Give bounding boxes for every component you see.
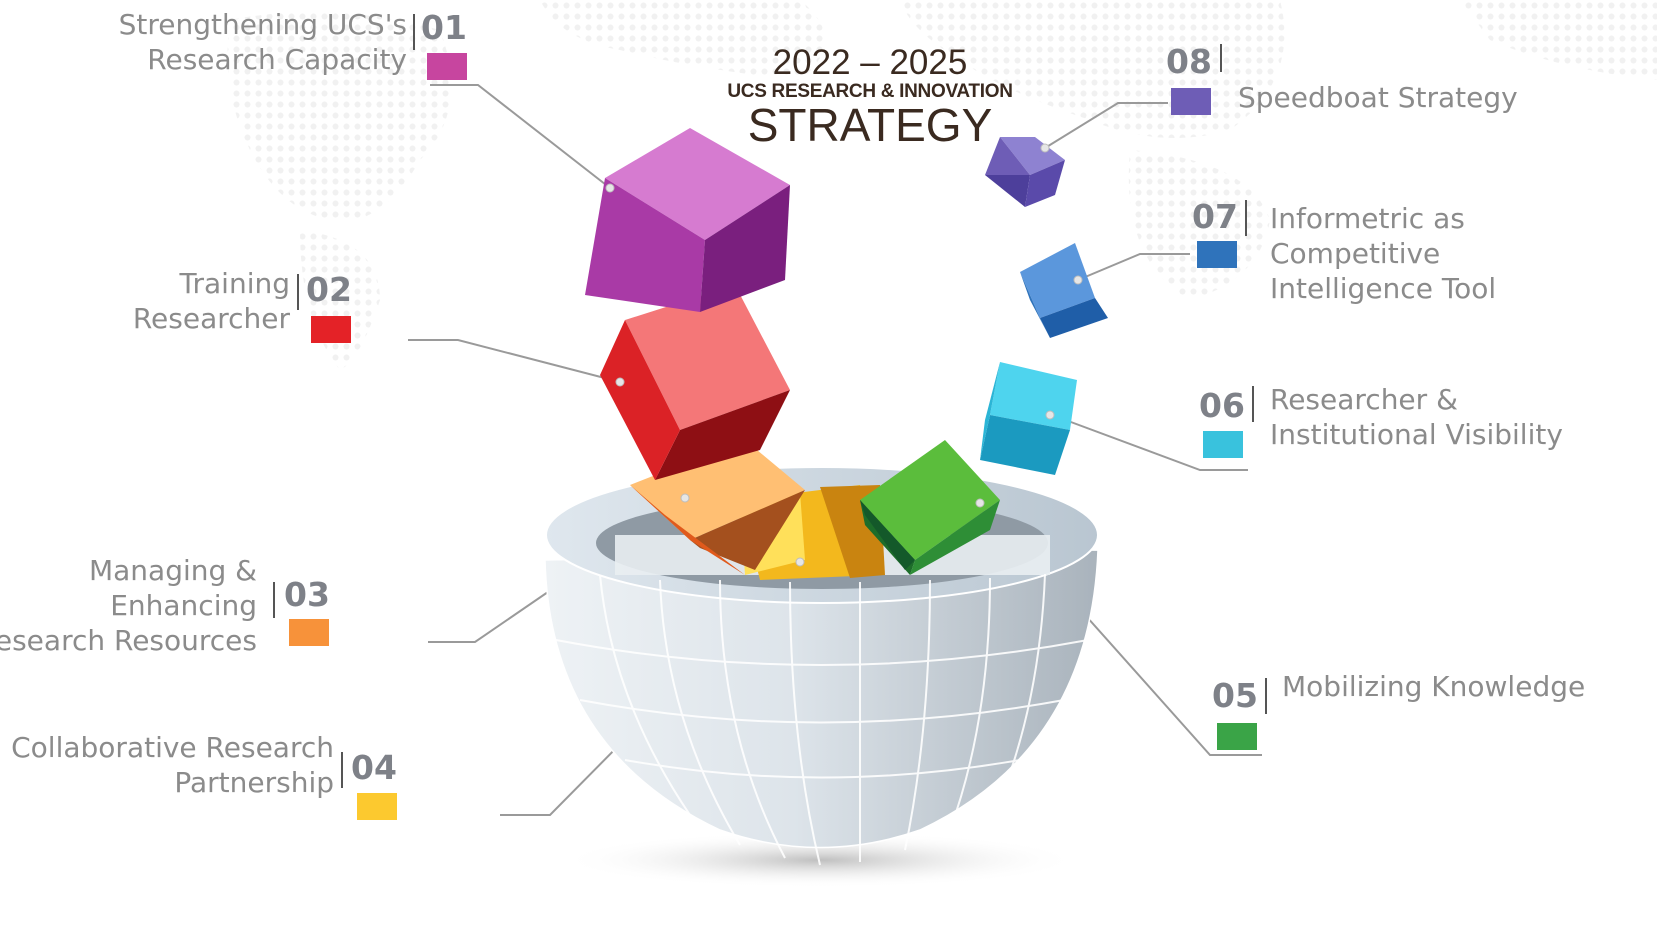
connector-07: [1077, 253, 1190, 281]
strategy-01-label: Strengthening UCS's Research Capacity: [118, 8, 407, 76]
cube-06-cyan: [980, 362, 1077, 475]
strategy-08-swatch: [1171, 88, 1211, 115]
connector-05: [1044, 569, 1262, 756]
strategy-06-number: 06: [1199, 386, 1245, 425]
strategy-05-swatch: [1217, 723, 1257, 750]
strategy-03-swatch: [289, 619, 329, 646]
strategy-05-number: 05: [1212, 676, 1258, 715]
strategy-05-label: Mobilizing Knowledge: [1282, 670, 1586, 703]
connector-01: [430, 84, 611, 189]
cube-05-green: [860, 440, 1000, 575]
connector-dots: [605, 143, 1083, 567]
cube-07-blue: [1020, 243, 1108, 338]
cube-03-orange: [630, 440, 805, 575]
cube-02-red: [600, 285, 790, 480]
strategy-02-divider: [297, 274, 299, 310]
strategy-07-divider: [1245, 200, 1247, 236]
strategy-02-swatch: [311, 316, 351, 343]
strategy-08-label: Speedboat Strategy: [1238, 81, 1518, 114]
strategy-02-number: 02: [306, 270, 352, 309]
strategy-01-swatch: [427, 53, 467, 80]
strategy-06-label: Researcher & Institutional Visibility: [1270, 383, 1563, 451]
strategy-06-swatch: [1203, 431, 1243, 458]
strategy-01-number: 01: [421, 8, 467, 47]
strategy-08-divider: [1220, 44, 1222, 72]
strategy-04-label: Collaborative Research Partnership: [11, 731, 334, 799]
strategy-08-number: 08: [1166, 42, 1212, 81]
strategy-05-divider: [1265, 678, 1267, 714]
strategy-04-number: 04: [351, 748, 397, 787]
strategy-07-label: Informetric as Competitive Intelligence …: [1270, 202, 1497, 305]
strategy-01-divider: [413, 14, 415, 50]
heading-subtitle: UCS RESEARCH & INNOVATION: [727, 81, 1013, 102]
strategy-02-label: Training Researcher: [132, 267, 290, 335]
strategy-04-divider: [341, 752, 343, 788]
strategy-03-label: Managing & Enhancing Research Resources: [0, 554, 257, 657]
strategy-03-divider: [273, 582, 275, 618]
heading-main: STRATEGY: [747, 99, 993, 151]
connector-08: [1044, 102, 1168, 149]
strategy-04-swatch: [357, 793, 397, 820]
heading-years: 2022 – 2025: [772, 43, 968, 82]
bowl-shadow: [560, 832, 1080, 888]
connector-06: [1051, 414, 1248, 471]
strategy-07-number: 07: [1192, 197, 1238, 236]
cube-08-violet: [985, 137, 1065, 207]
strategy-06-divider: [1252, 386, 1254, 422]
strategy-03-number: 03: [284, 575, 330, 614]
connector-02: [408, 339, 621, 383]
strategy-heading: 2022 – 2025 UCS RESEARCH & INNOVATION ST…: [720, 43, 1020, 151]
cube-01-purple: [585, 128, 790, 312]
strategy-07-swatch: [1197, 241, 1237, 268]
